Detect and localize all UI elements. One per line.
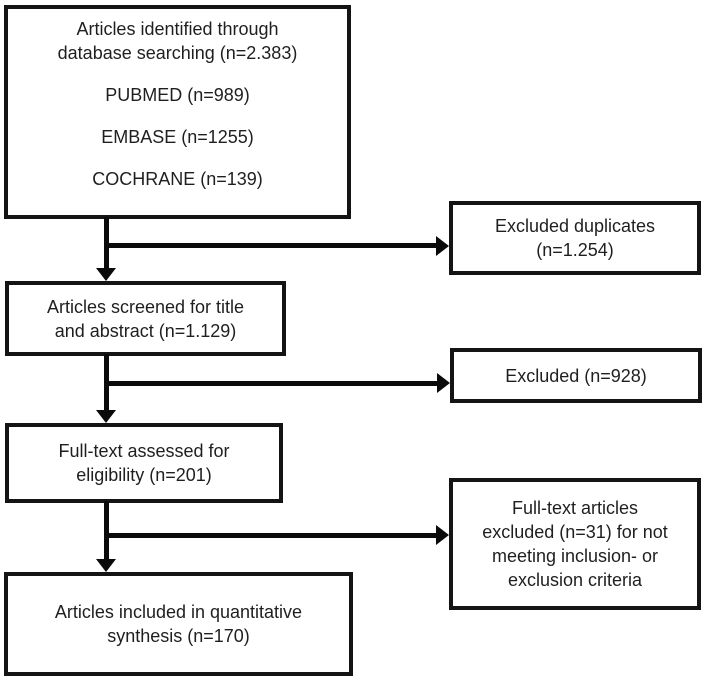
- arrow-to-fulltext-excluded-line: [104, 533, 437, 538]
- box-fulltext-excluded: Full-text articles excluded (n=31) for n…: [449, 478, 701, 610]
- box-text-line: synthesis (n=170): [107, 626, 250, 646]
- arrow-to-excluded-duplicates-line: [104, 243, 437, 248]
- box-text-line: Full-text assessed for: [58, 441, 230, 461]
- box-fulltext-assessed: Full-text assessed for eligibility (n=20…: [5, 423, 283, 503]
- arrow-down-icon: [96, 559, 116, 572]
- box-text-line: eligibility (n=201): [76, 465, 212, 485]
- box-text-line: Excluded duplicates: [494, 216, 656, 236]
- arrow-down-icon: [96, 410, 116, 423]
- arrow-right-icon: [437, 373, 450, 393]
- box-excluded-screening: Excluded (n=928): [450, 348, 702, 403]
- box-text-line: (n=1.254): [536, 240, 614, 260]
- box-text-line: meeting inclusion- or: [491, 546, 659, 566]
- box-text-line: and abstract (n=1.129): [54, 320, 237, 341]
- box-articles-identified: Articles identified through database sea…: [4, 5, 351, 219]
- box-text-line: exclusion criteria: [507, 570, 643, 590]
- arrow-right-icon: [436, 525, 449, 545]
- box-articles-included: Articles included in quantitative synthe…: [4, 572, 353, 676]
- box-excluded-duplicates: Excluded duplicates (n=1.254): [449, 201, 701, 275]
- source-cochrane: COCHRANE (n=139): [92, 169, 263, 189]
- box-text-line: excluded (n=31) for not: [482, 522, 668, 542]
- box-text-line: database searching (n=2.383): [57, 43, 298, 63]
- box-articles-screened: Articles screened for title and abstract…: [5, 281, 286, 356]
- arrow-down-icon: [96, 268, 116, 281]
- box-text-line: Excluded (n=928): [505, 365, 647, 386]
- source-embase: EMBASE (n=1255): [101, 127, 254, 147]
- arrow-fulltext-to-included-line: [104, 501, 109, 561]
- arrow-to-excluded-screening-line: [104, 381, 438, 386]
- box-text-line: Articles identified through: [76, 19, 279, 39]
- box-text-line: Articles screened for title: [46, 296, 245, 317]
- source-pubmed: PUBMED (n=989): [105, 85, 250, 105]
- box-text-line: Full-text articles: [511, 498, 639, 518]
- arrow-right-icon: [436, 236, 449, 256]
- box-text-line: Articles included in quantitative: [54, 602, 303, 622]
